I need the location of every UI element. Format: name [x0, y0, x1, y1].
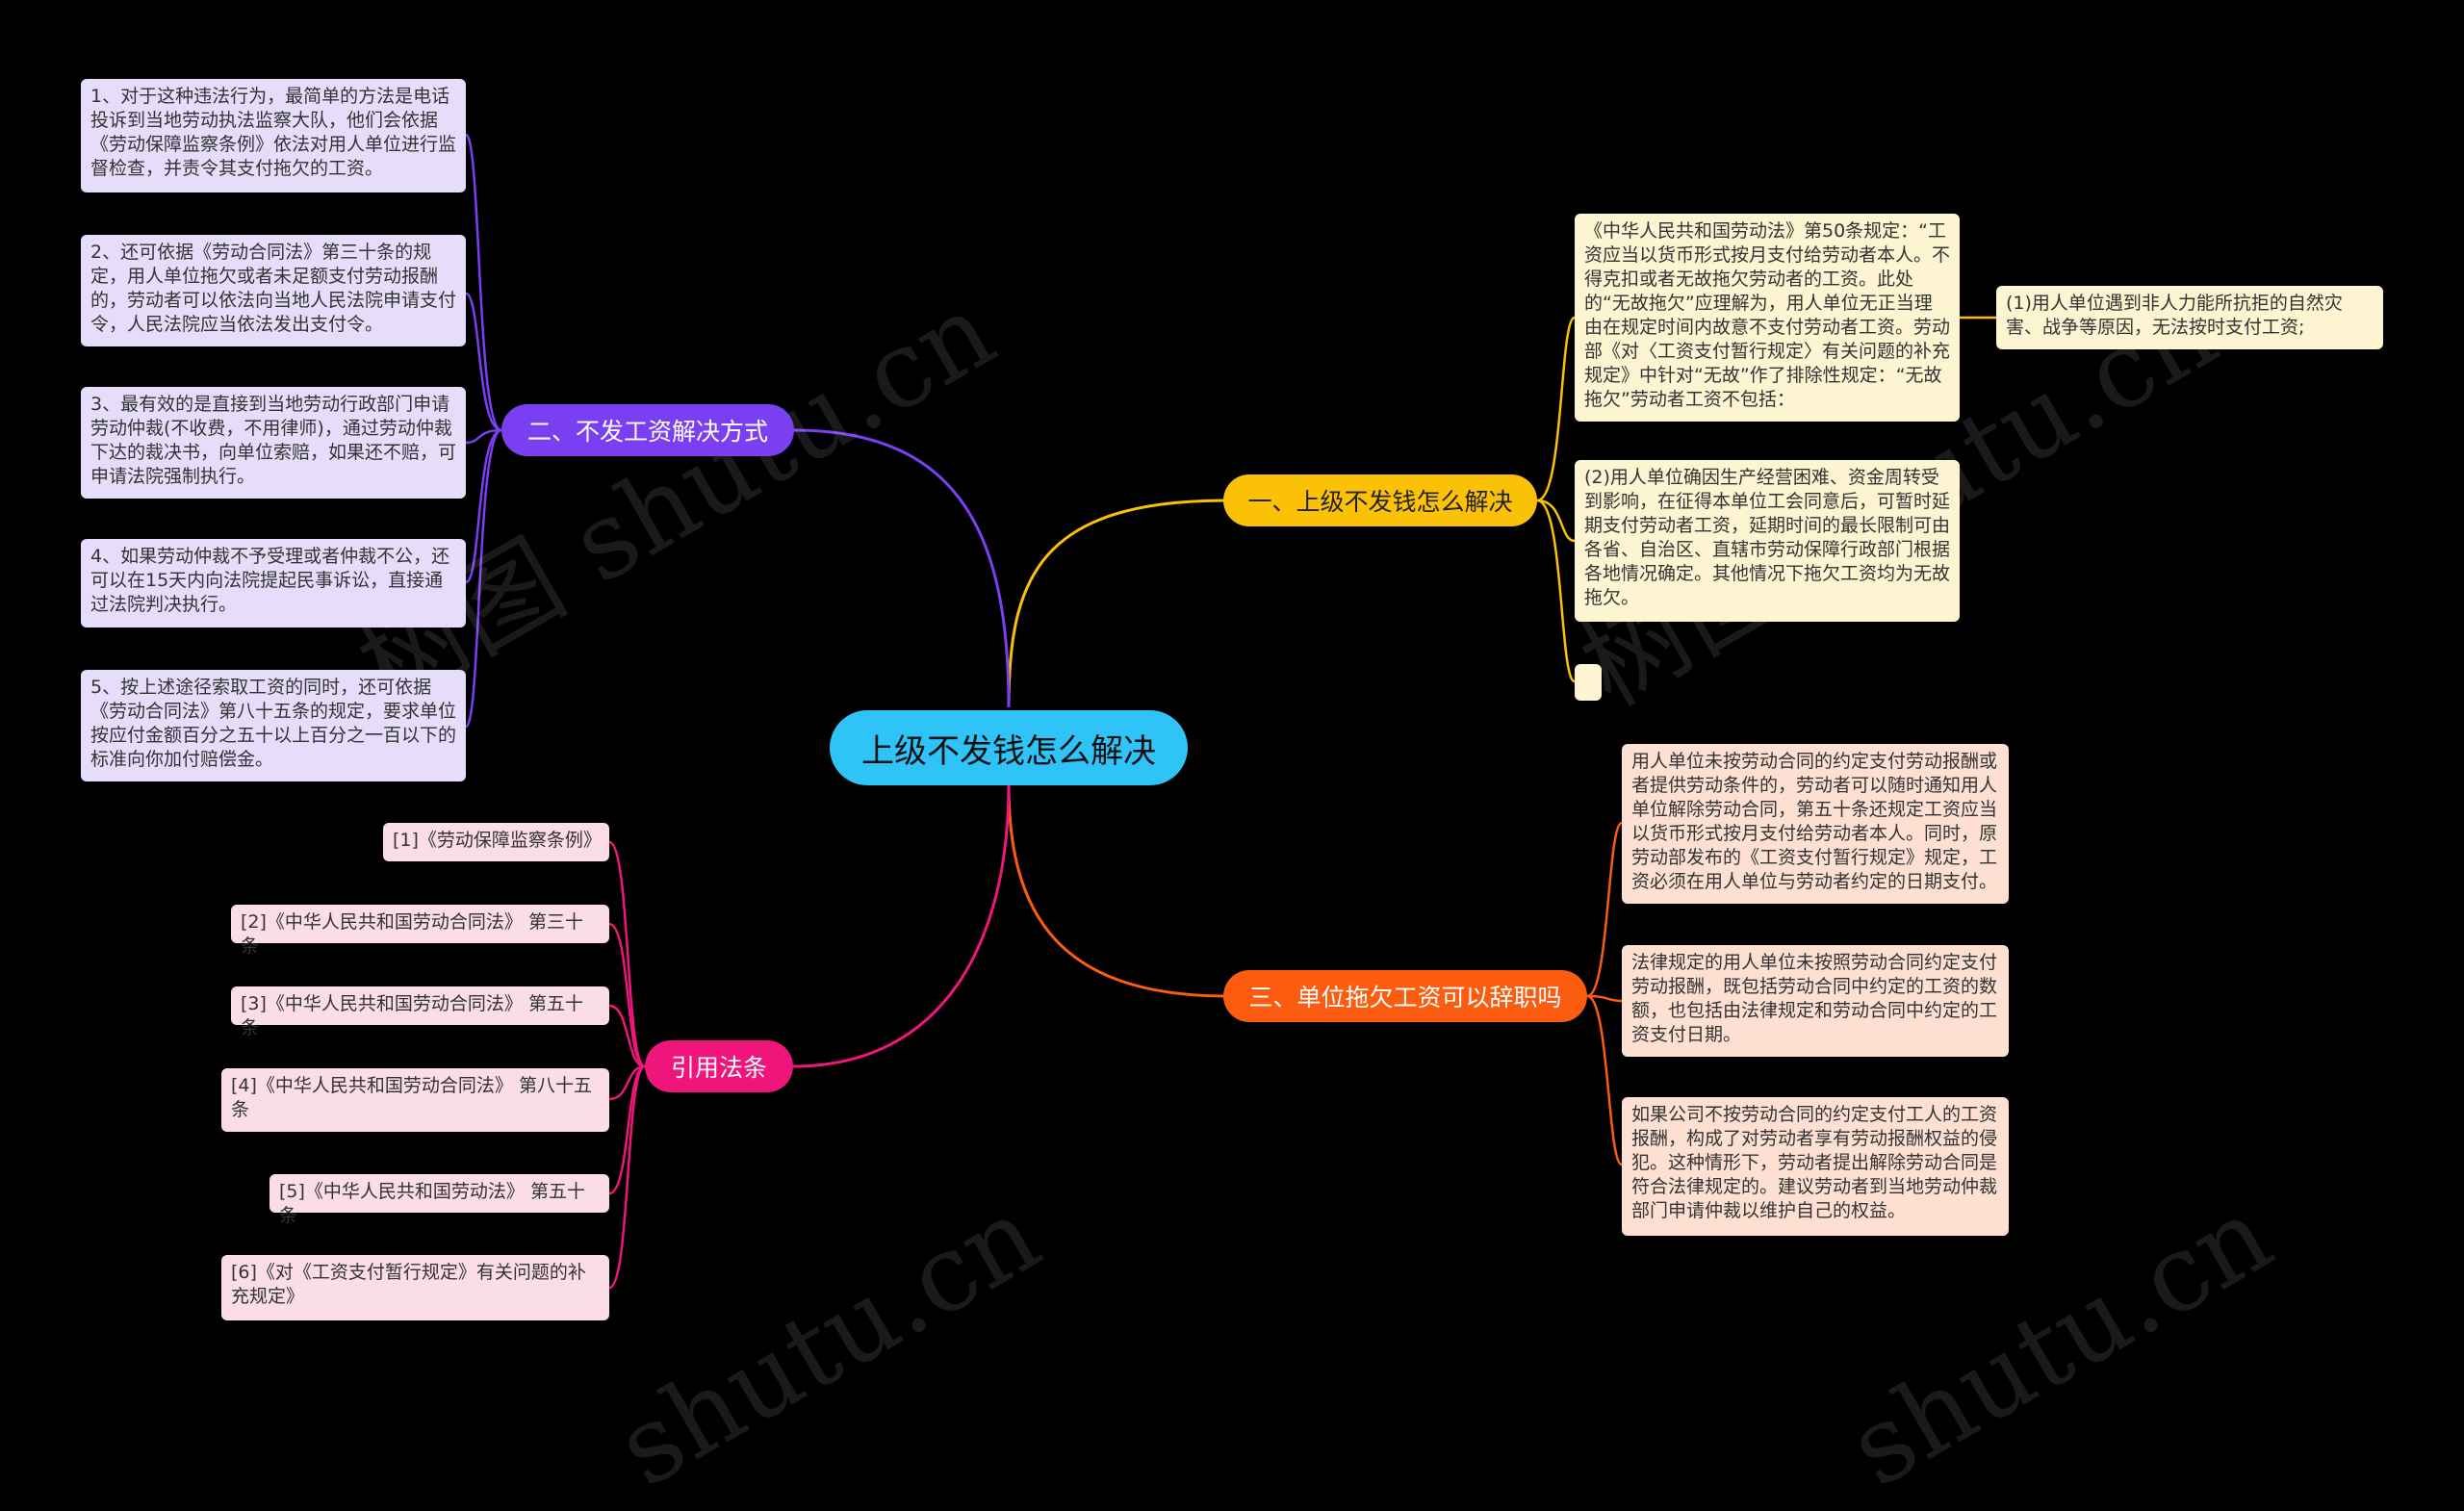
branch-how-to-solve[interactable]: 一、上级不发钱怎么解决 — [1223, 474, 1537, 526]
ref-item-6[interactable]: [6]《对《工资支付暂行规定》有关问题的补充规定》 — [221, 1255, 609, 1320]
card-resign-1[interactable]: 用人单位未按劳动合同的约定支付劳动报酬或者提供劳动条件的，劳动者可以随时通知用人… — [1622, 744, 2009, 904]
branch-resign[interactable]: 三、单位拖欠工资可以辞职吗 — [1223, 970, 1587, 1022]
card-empty[interactable] — [1575, 664, 1602, 701]
card-deferred-payment[interactable]: (2)用人单位确因生产经营困难、资金周转受到影响，在征得本单位工会同意后，可暂时… — [1575, 460, 1960, 622]
ref-item-2[interactable]: [2]《中华人民共和国劳动合同法》 第三十条 — [231, 905, 609, 957]
ref-item-3[interactable]: [3]《中华人民共和国劳动合同法》 第五十条 — [231, 986, 609, 1038]
ref-item-5[interactable]: [5]《中华人民共和国劳动法》 第五十条 — [270, 1174, 609, 1226]
card-solution-4[interactable]: 4、如果劳动仲裁不予受理或者仲裁不公，还可以在15天内向法院提起民事诉讼，直接通… — [81, 539, 466, 627]
connector-lines — [464, 133, 1996, 1290]
card-labor-law-article-50[interactable]: 《中华人民共和国劳动法》第50条规定：“工资应当以货币形式按月支付给劳动者本人。… — [1575, 214, 1960, 422]
card-resign-2[interactable]: 法律规定的用人单位未按照劳动合同约定支付劳动报酬，既包括劳动合同中约定的工资的数… — [1622, 945, 2009, 1057]
card-solution-2[interactable]: 2、还可依据《劳动合同法》第三十条的规定，用人单位拖欠或者未足额支付劳动报酬的，… — [81, 235, 466, 346]
ref-item-4[interactable]: [4]《中华人民共和国劳动合同法》 第八十五条 — [221, 1068, 609, 1132]
center-topic[interactable]: 上级不发钱怎么解决 — [830, 710, 1188, 785]
card-solution-3[interactable]: 3、最有效的是直接到当地劳动行政部门申请劳动仲裁(不收费，不用律师)，通过劳动仲… — [81, 387, 466, 499]
card-solution-1[interactable]: 1、对于这种违法行为，最简单的方法是电话投诉到当地劳动执法监察大队，他们会依据《… — [81, 79, 466, 192]
card-resign-3[interactable]: 如果公司不按劳动合同的约定支付工人的工资报酬，构成了对劳动者享有劳动报酬权益的侵… — [1622, 1097, 2009, 1236]
card-solution-5[interactable]: 5、按上述途径索取工资的同时，还可依据《劳动合同法》第八十五条的规定，要求单位按… — [81, 670, 466, 781]
branch-solutions[interactable]: 二、不发工资解决方式 — [501, 404, 794, 456]
ref-item-1[interactable]: [1]《劳动保障监察条例》 — [383, 823, 609, 861]
card-force-majeure[interactable]: (1)用人单位遇到非人力能所抗拒的自然灾害、战争等原因，无法按时支付工资; — [1996, 286, 2383, 349]
branch-cited-laws[interactable]: 引用法条 — [645, 1040, 793, 1092]
